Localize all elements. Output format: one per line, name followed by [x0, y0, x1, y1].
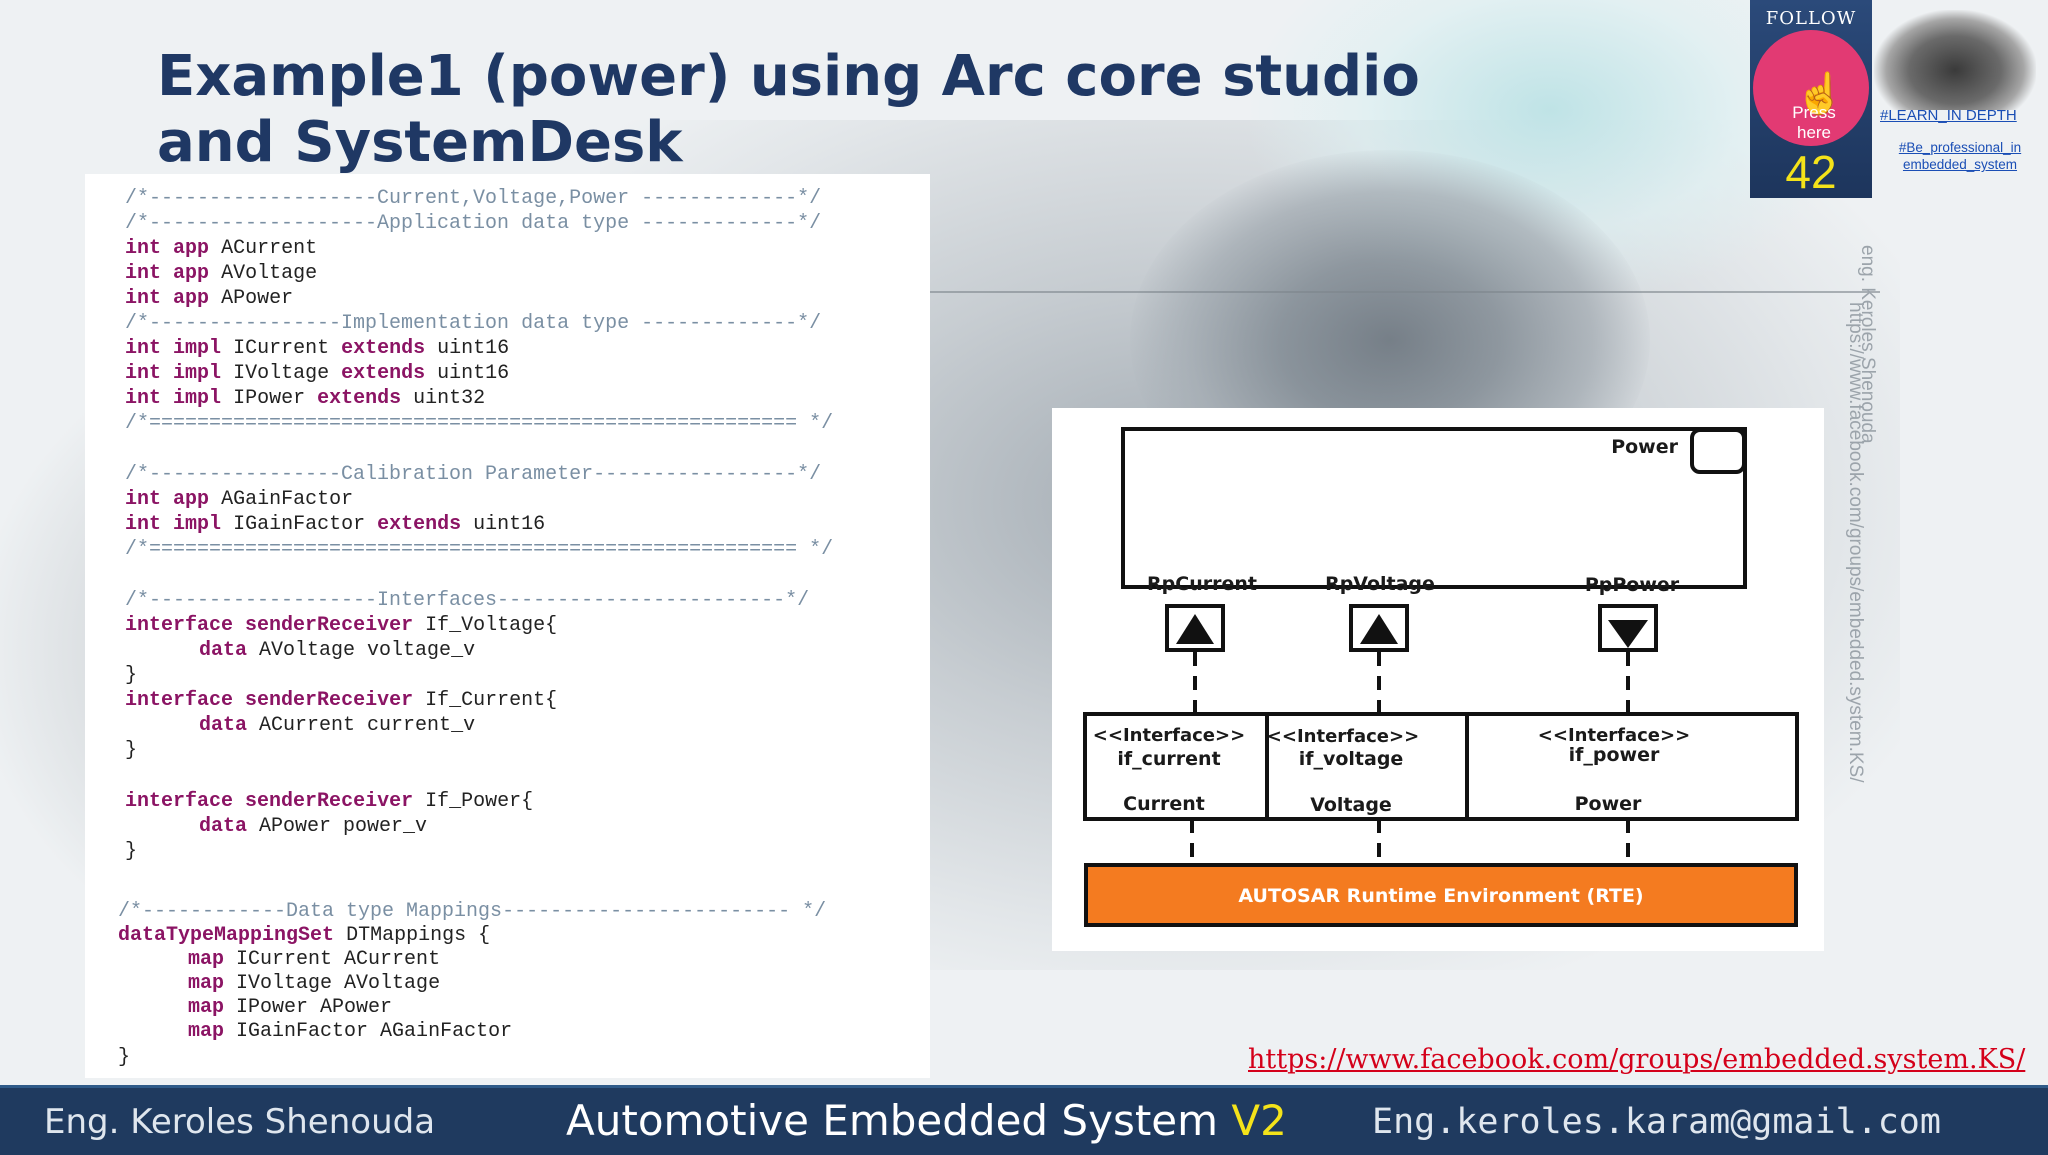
code-line: }	[125, 664, 138, 687]
footer-version: V2	[1231, 1096, 1287, 1145]
code-line: }	[125, 840, 138, 863]
code-comment: /*------------Data type Mappings--------…	[118, 900, 827, 923]
component-box	[1121, 427, 1747, 589]
code-comment: /*======================================…	[125, 412, 834, 435]
code-line: interface senderReceiver If_Power{	[125, 790, 534, 813]
facebook-group-link[interactable]: https://www.facebook.com/groups/embedded…	[1248, 1044, 2026, 1075]
interface-box	[1465, 712, 1799, 821]
interface-stereotype: <<Interface>>	[1267, 726, 1419, 747]
code-line: int impl IGainFactor extends uint16	[125, 513, 546, 536]
code-line: interface senderReceiver If_Voltage{	[125, 614, 558, 637]
slide-title: Example1 (power) using Arc core studio a…	[157, 44, 1420, 175]
watermark-url: https://www.facebook.com/groups/embedded…	[1845, 302, 1866, 783]
interface-data: Current	[1123, 793, 1205, 815]
hashtag-learn[interactable]: #LEARN_IN DEPTH	[1880, 107, 2017, 124]
footer-bar: Eng. Keroles Shenouda Automotive Embedde…	[0, 1085, 2048, 1155]
interface-data: Power	[1575, 793, 1642, 815]
code-comment: /*-------------------Application data ty…	[125, 212, 822, 235]
interface-name: if_current	[1117, 748, 1220, 770]
rte-bar	[1084, 863, 1798, 927]
port-label: PpPower	[1585, 574, 1680, 596]
code-line: int app AVoltage	[125, 262, 318, 285]
code-comment: /*----------------Calibration Parameter-…	[125, 463, 822, 486]
interface-stereotype: <<Interface>>	[1093, 725, 1245, 746]
code-comment: /*-------------------Current,Voltage,Pow…	[125, 187, 822, 210]
code-line: int app ACurrent	[125, 237, 318, 260]
code-comment: /*----------------Implementation data ty…	[125, 312, 822, 335]
code-line: int impl IVoltage extends uint16	[125, 362, 510, 385]
code-comment: /*-------------------Interfaces---------…	[125, 589, 810, 612]
code-line: data APower power_v	[199, 815, 428, 838]
footer-email: Eng.keroles.karam@gmail.com	[1372, 1102, 1941, 1142]
pointing-hand-icon: ☝	[1795, 72, 1845, 116]
code-line: int app AGainFactor	[125, 488, 354, 511]
code-line: interface senderReceiver If_Current{	[125, 689, 558, 712]
interface-box	[1083, 712, 1269, 821]
component-icon	[1690, 428, 1746, 474]
code-line: int app APower	[125, 287, 294, 310]
code-line: }	[118, 1046, 131, 1069]
interface-name: if_power	[1569, 744, 1660, 766]
code-line: data AVoltage voltage_v	[199, 639, 476, 662]
code-line: map IGainFactor AGainFactor	[188, 1020, 513, 1043]
interface-name: if_voltage	[1299, 748, 1404, 770]
footer-author: Eng. Keroles Shenouda	[44, 1102, 436, 1142]
car-thumbnail	[1874, 10, 2036, 110]
code-line: int impl ICurrent extends uint16	[125, 337, 510, 360]
port-label: RpCurrent	[1147, 573, 1257, 595]
code-comment: /*======================================…	[125, 538, 834, 561]
component-name: Power	[1611, 436, 1678, 458]
interface-stereotype: <<Interface>>	[1538, 725, 1690, 746]
footer-course-title: Automotive Embedded System V2	[566, 1096, 1287, 1145]
port-label: RpVoltage	[1325, 573, 1435, 595]
code-line: map ICurrent ACurrent	[188, 948, 441, 971]
code-line: map IVoltage AVoltage	[188, 972, 441, 995]
code-line: data ACurrent current_v	[199, 714, 476, 737]
interface-data: Voltage	[1310, 794, 1392, 816]
divider-line	[920, 291, 1880, 293]
component-diagram: Power RpCurrent RpVoltage PpPower <<Inte…	[1052, 408, 1824, 951]
follower-count: 42	[1785, 146, 1837, 198]
code-line: int impl IPower extends uint32	[125, 387, 486, 410]
code-line: dataTypeMappingSet DTMappings {	[118, 924, 491, 947]
code-line: map IPower APower	[188, 996, 393, 1019]
code-block: /*-------------------Current,Voltage,Pow…	[85, 174, 930, 1078]
press-label: Press	[1792, 103, 1836, 122]
here-label: here	[1796, 123, 1832, 142]
rte-label: AUTOSAR Runtime Environment (RTE)	[1238, 885, 1643, 907]
code-line: }	[125, 739, 138, 762]
